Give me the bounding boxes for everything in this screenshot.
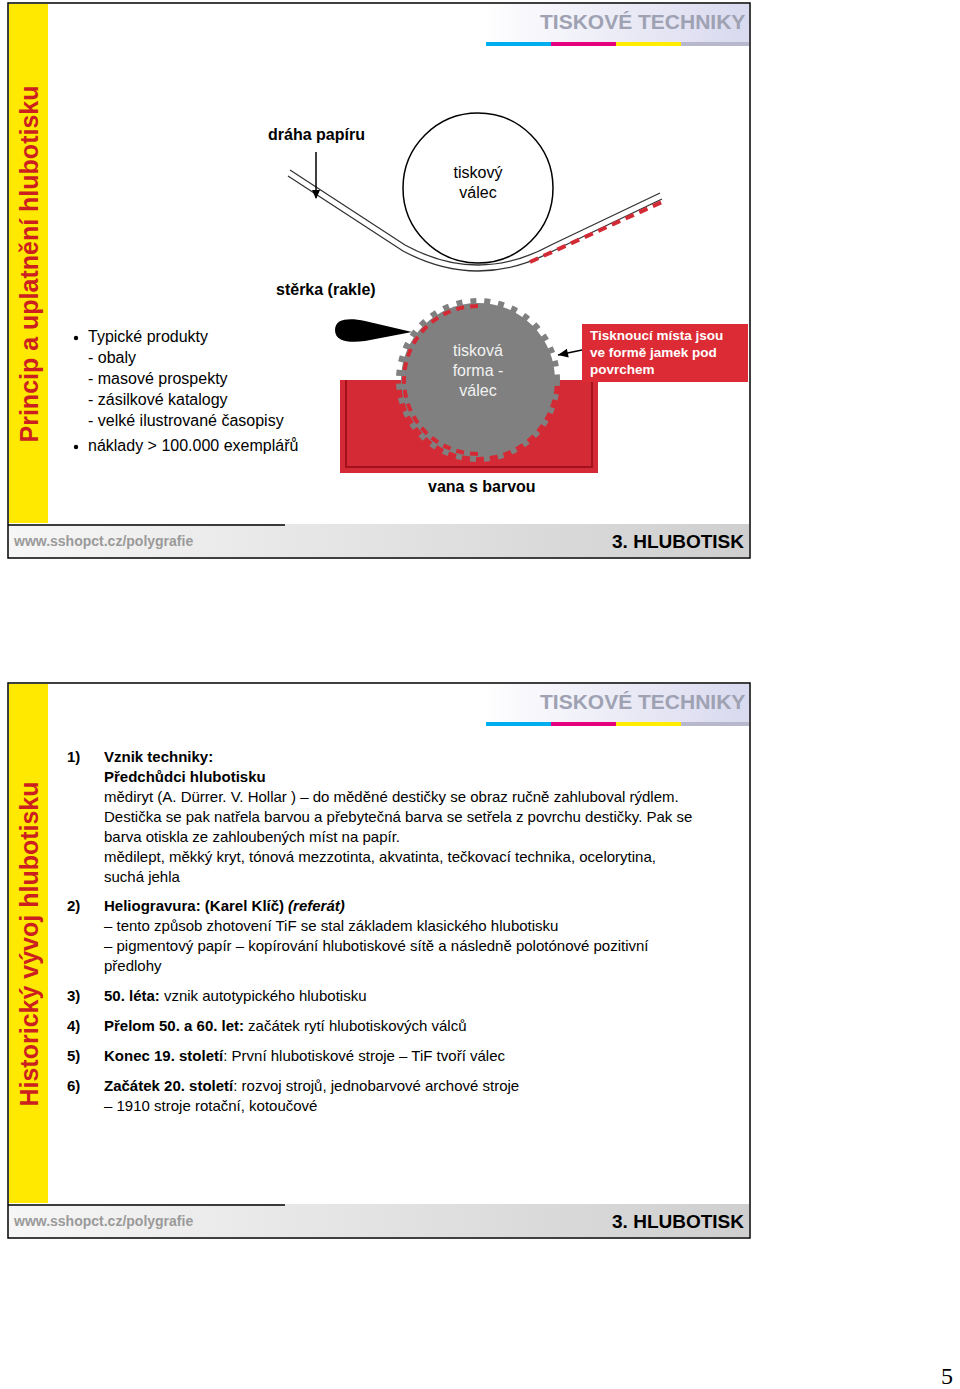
item-number: 5) <box>67 1046 80 1066</box>
item-text: mědilept, měkký kryt, tónová mezzotinta,… <box>104 847 664 887</box>
side-band: Historický vývoj hlubotisku <box>9 684 48 1203</box>
slide-2-frame <box>8 683 750 1238</box>
item-heading: Přelom 50. a 60. let: <box>104 1017 244 1034</box>
header-title: TISKOVÉ TECHNIKY <box>540 10 745 34</box>
cylinder-label: tiskový válec <box>438 163 518 203</box>
item-heading: Začátek 20. století <box>104 1077 233 1094</box>
callout-box: Tisknoucí místa jsou ve formě jamek pod … <box>582 324 748 382</box>
item-text: : rozvoj strojů, jednobarvové archové st… <box>233 1077 519 1094</box>
item-number: 1) <box>67 747 80 767</box>
part-label: stěrka (rakle) <box>276 280 376 300</box>
footer-url: www.sshopct.cz/polygrafie <box>14 531 193 551</box>
impression-cylinder: tiskový válec <box>402 112 554 264</box>
item-heading: Heliogravura: (Karel Klíč) <box>104 897 284 914</box>
item-text: vznik autotypického hlubotisku <box>164 987 367 1004</box>
item-heading: 50. léta: <box>104 987 160 1004</box>
item-line: Začátek 20. století: rozvoj strojů, jedn… <box>104 1076 519 1096</box>
form-cylinder-shape <box>396 298 560 462</box>
item-text: – tento způsob zhotovení TiF se stal zák… <box>104 916 558 936</box>
item-number: 3) <box>67 986 80 1006</box>
item-line: Konec 19. století: První hlubotiskové st… <box>104 1046 505 1066</box>
form-cylinder: tisková forma - válec <box>396 298 560 462</box>
bullet-text: náklady > 100.000 exemplářů <box>88 436 298 456</box>
item-text: mědiryt (A. Dürrer. V. Hollar ) – do měd… <box>104 787 696 847</box>
item-number: 4) <box>67 1016 80 1036</box>
section-name: 3. HLUBOTISK <box>612 531 744 553</box>
item-heading: Konec 19. století <box>104 1047 223 1064</box>
section-name: 3. HLUBOTISK <box>612 1211 744 1233</box>
item-number: 6) <box>67 1076 80 1096</box>
item-line: 50. léta:vznik autotypického hlubotisku <box>104 986 367 1006</box>
item-text: – 1910 stroje rotační, kotoučové <box>104 1096 317 1116</box>
bullet-text: - masové prospekty <box>88 369 228 389</box>
item-heading: Vznik techniky: <box>104 747 213 767</box>
item-text: – pigmentový papír – kopírování hlubotis… <box>104 936 654 976</box>
arrow-head <box>558 349 569 358</box>
item-number: 2) <box>67 896 80 916</box>
bullet-text: - velké ilustrované časopisy <box>88 411 284 431</box>
bullets <box>74 336 78 449</box>
bullet-text: Typické produkty <box>88 327 208 347</box>
header-title: TISKOVÉ TECHNIKY <box>540 690 745 714</box>
side-title: Historický vývoj hlubotisku <box>15 781 43 1106</box>
footer-url: www.sshopct.cz/polygrafie <box>14 1211 193 1231</box>
doctor-blade <box>335 319 412 341</box>
part-label: vana s barvou <box>428 477 536 497</box>
side-title: Princip a uplatnění hlubotisku <box>15 85 43 442</box>
item-note: (referát) <box>288 897 345 914</box>
callout-text: Tisknoucí místa jsou ve formě jamek pod … <box>590 327 742 378</box>
item-line: Heliogravura: (Karel Klíč)(referát) <box>104 896 345 916</box>
item-heading: Předchůdci hlubotisku <box>104 767 266 787</box>
side-band: Princip a uplatnění hlubotisku <box>9 4 48 523</box>
cylinder-label: tisková forma - válec <box>438 341 518 401</box>
bullet-text: - obaly <box>88 348 136 368</box>
bullet-text: - zásilkové katalogy <box>88 390 228 410</box>
item-line: Přelom 50. a 60. let:začátek rytí hlubot… <box>104 1016 467 1036</box>
item-text: začátek rytí hlubotiskových válců <box>248 1017 466 1034</box>
part-label: dráha papíru <box>268 125 365 145</box>
page-number: 5 <box>941 1362 953 1389</box>
item-text: : První hlubotiskové stroje – TiF tvoří … <box>223 1047 505 1064</box>
slide-1-frame <box>8 3 750 558</box>
